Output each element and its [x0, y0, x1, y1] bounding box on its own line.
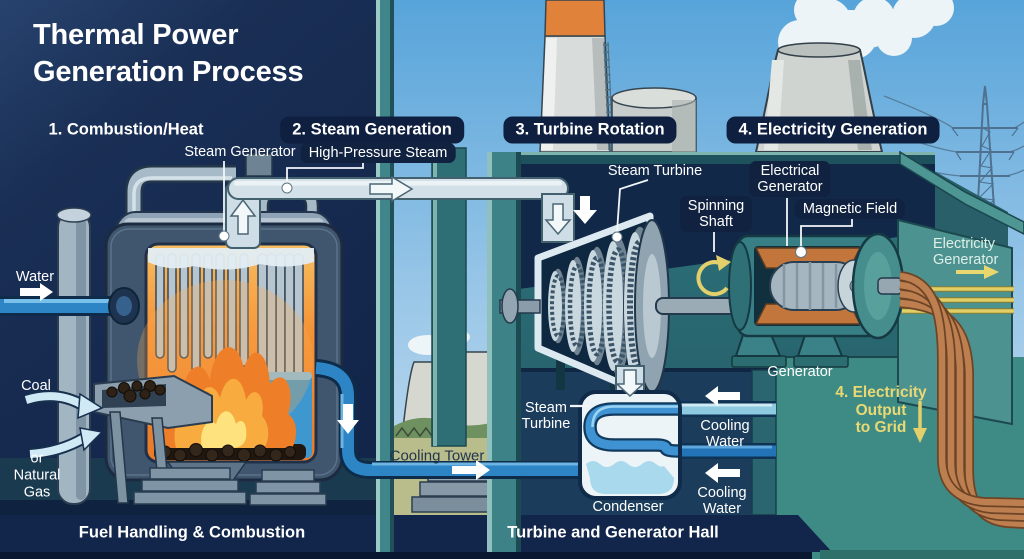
- footer-band: [0, 515, 1024, 559]
- copper-wires: [899, 271, 1024, 529]
- cooling-water-label-1: Cooling Water: [700, 418, 749, 450]
- cooling-left-arrow-icon: [705, 386, 740, 406]
- natural-gas-line2: Natural: [13, 467, 61, 484]
- step-label-steam-generation: 2. Steam Generation: [280, 116, 464, 144]
- high-pressure-steam-pipe: [225, 175, 575, 249]
- electricity-output-label: 4. Electricity Output to Grid: [835, 384, 926, 437]
- callout-leaders: [223, 161, 853, 408]
- step-label-electricity-generation: 4. Electricity Generation: [726, 116, 940, 144]
- ash-hopper-base: [133, 461, 327, 506]
- step-label-combustion: 1. Combustion/Heat: [48, 120, 204, 139]
- electricity-output-line1: 4. Electricity: [835, 383, 927, 401]
- high-pressure-steam-label: High-Pressure Steam: [300, 143, 456, 163]
- footer-label-fuel-handling: Fuel Handling & Combustion: [78, 523, 306, 542]
- natural-gas-line1: or: [30, 450, 44, 467]
- coal-label: Coal: [21, 378, 51, 394]
- spinning-shaft-line1: Spinning: [687, 198, 745, 214]
- yellow-arrows: [696, 255, 927, 443]
- turbine-disks: [548, 225, 657, 387]
- steam-generator-boiler: [0, 153, 344, 506]
- electricity-generator-line2: Generator: [933, 252, 999, 268]
- hall-steam-down-arrow-icon: [573, 196, 597, 224]
- generator-label: Generator: [767, 364, 833, 380]
- condenser-assembly: [578, 365, 776, 500]
- cooling-tower-label: Cooling Tower: [389, 447, 485, 465]
- fuel-feed-arrows: [24, 390, 104, 460]
- water-return-pipe: [315, 359, 586, 480]
- water-right-arrow-icon: [20, 283, 53, 301]
- flow-down-arrow-icon: [337, 404, 359, 434]
- condenser-steam-line1: Steam: [525, 400, 567, 416]
- electrical-generator-label: Electrical Generator: [749, 161, 831, 197]
- flow-right-arrow-icon: [452, 460, 490, 480]
- steam-generator-label: Steam Generator: [184, 144, 296, 160]
- steam-up-arrow-icon: [229, 198, 257, 235]
- steam-into-condenser-arrow-icon: [615, 369, 645, 398]
- steam-down-arrow-icon: [544, 203, 572, 236]
- hall-left-pillar: [487, 152, 521, 552]
- footer-label-turbine-hall: Turbine and Generator Hall: [507, 523, 719, 542]
- cooling-water-label-2: Cooling Water: [697, 485, 746, 517]
- condenser-water: [586, 461, 674, 494]
- cooling-water-2-line1: Cooling: [697, 485, 747, 501]
- flow-arrows: [20, 196, 740, 483]
- rotation-arrow-icon: [696, 260, 729, 297]
- water-inlet-pipe: [0, 287, 140, 325]
- magnetic-field-label: Magnetic Field: [794, 199, 906, 219]
- electricity-arrow-icon: [956, 265, 999, 279]
- pillar-shadow: [390, 0, 394, 552]
- condenser-steam-turbine-label: Steam Turbine: [522, 400, 571, 432]
- electricity-generator-line1: Electricity: [933, 236, 996, 252]
- cooling-water-1-line2: Water: [705, 434, 745, 450]
- callout-dots: [218, 182, 807, 258]
- steam-right-arrow-icon: [369, 175, 414, 203]
- steam-turbine: [499, 212, 745, 402]
- page-title-line2: Generation Process: [33, 56, 304, 88]
- condenser-label: Condenser: [592, 499, 664, 515]
- electricity-generator-label: Electricity Generator: [933, 236, 998, 268]
- condenser-steam-line2: Turbine: [521, 416, 571, 432]
- cooling-water-1-line1: Cooling: [700, 418, 750, 434]
- water-label: Water: [15, 269, 55, 285]
- electrical-generator-machine: [728, 232, 905, 368]
- natural-gas-line3: Gas: [23, 484, 51, 501]
- spinning-shaft-label: Spinning Shaft: [679, 196, 753, 232]
- electricity-output-line3: to Grid: [855, 418, 907, 436]
- electrical-generator-line2: Generator: [757, 179, 823, 195]
- electricity-output-line2: Output: [855, 401, 907, 419]
- natural-gas-label: or Natural Gas: [14, 451, 61, 502]
- pillar-highlight: [376, 0, 380, 552]
- steam-turbine-label: Steam Turbine: [607, 163, 703, 179]
- page-title-line1: Thermal Power: [33, 19, 239, 51]
- electrical-generator-line1: Electrical: [760, 163, 820, 179]
- cooling-left-arrow2-icon: [705, 463, 740, 483]
- spinning-shaft-line2: Shaft: [699, 214, 733, 230]
- cooling-water-2-line2: Water: [702, 501, 742, 517]
- step-label-turbine-rotation: 3. Turbine Rotation: [503, 116, 677, 144]
- page-title: Thermal Power Generation Process: [33, 17, 304, 91]
- steam-pocket: [148, 248, 314, 270]
